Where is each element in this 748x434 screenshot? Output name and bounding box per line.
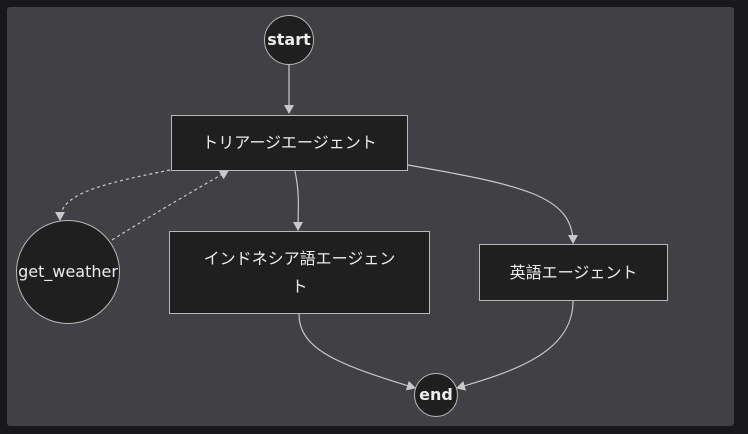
node-get-weather[interactable]: get_weather bbox=[16, 220, 120, 324]
node-indonesian-agent-label: インドネシア語エージェント bbox=[203, 248, 396, 296]
diagram-canvas bbox=[7, 7, 734, 426]
edge-triage-to-indonesian bbox=[293, 170, 304, 231]
edge-triage-to-english bbox=[407, 164, 578, 244]
node-start[interactable]: start bbox=[264, 15, 314, 65]
edge-indonesian-to-end bbox=[298, 313, 416, 391]
node-end-label: end bbox=[419, 385, 453, 404]
node-end[interactable]: end bbox=[414, 373, 458, 417]
node-start-label: start bbox=[267, 30, 311, 49]
edge-get-weather-to-triage bbox=[111, 170, 229, 241]
node-triage-agent[interactable]: トリアージエージェント bbox=[171, 115, 408, 171]
edge-triage-to-get-weather bbox=[55, 169, 171, 221]
node-english-agent[interactable]: 英語エージェント bbox=[479, 244, 668, 301]
node-triage-agent-label: トリアージエージェント bbox=[202, 133, 377, 152]
edge-english-to-end bbox=[456, 300, 574, 391]
node-indonesian-agent[interactable]: インドネシア語エージェント bbox=[169, 231, 430, 314]
node-english-agent-label: 英語エージェント bbox=[509, 262, 638, 282]
node-get-weather-label: get_weather bbox=[18, 262, 118, 281]
